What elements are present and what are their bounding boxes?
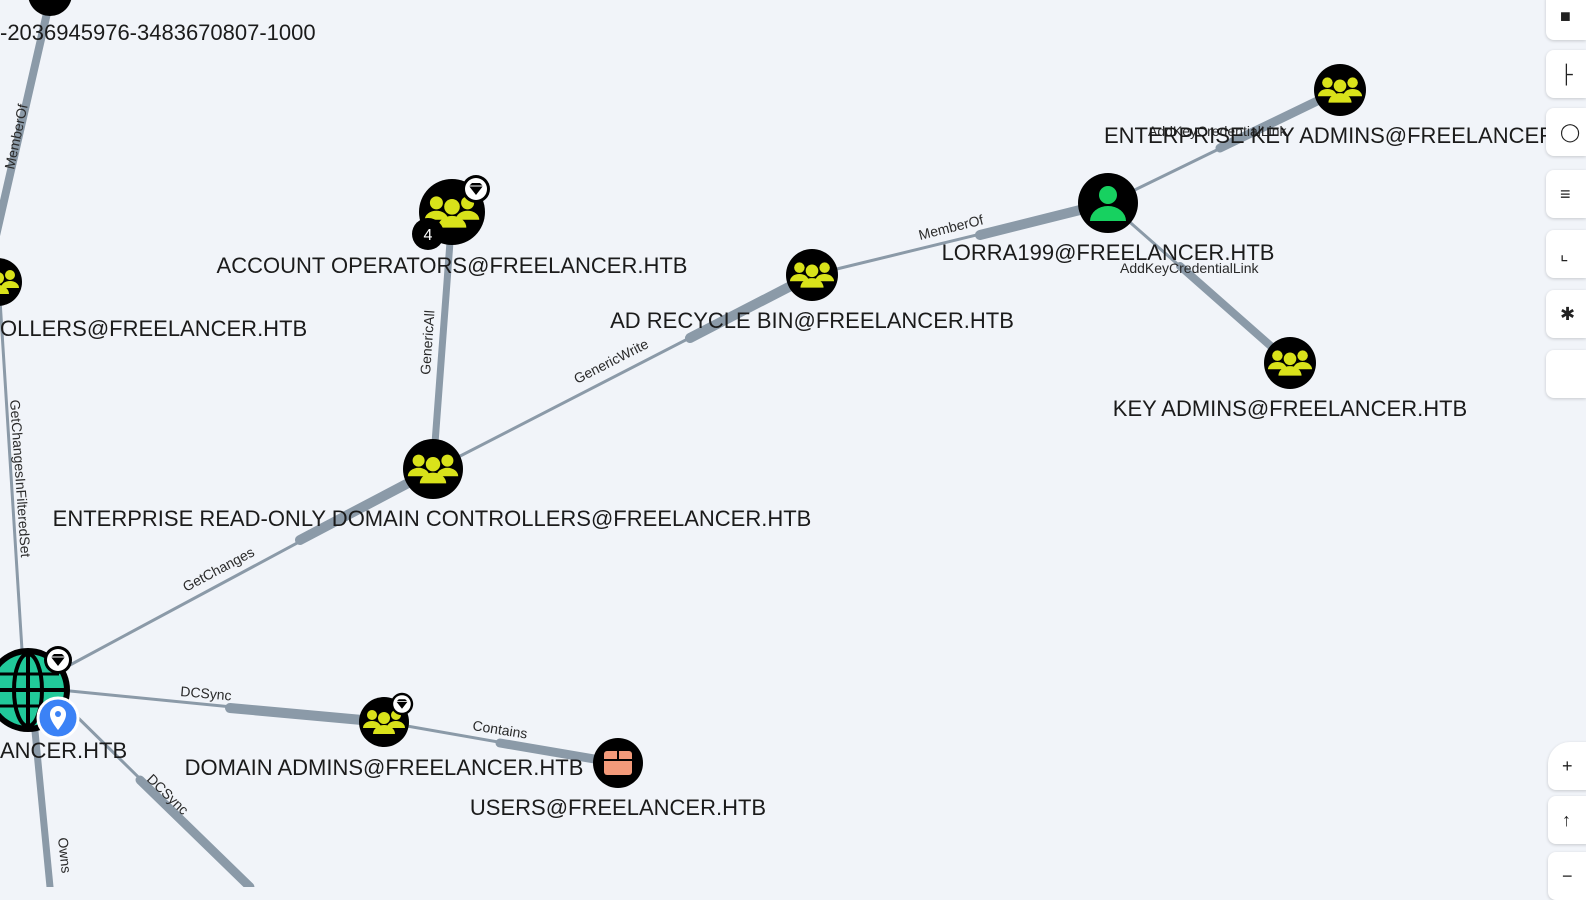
toolbar-button-4[interactable]: ≡ [1546, 170, 1586, 218]
hierarchy-icon: ├ [1560, 63, 1573, 84]
edge-label-genericall: GenericAll [417, 310, 437, 376]
node-top-left-partial[interactable] [28, 0, 72, 16]
toolbar-button-2[interactable]: ├ [1546, 50, 1586, 98]
gear-icon: ✱ [1560, 303, 1576, 324]
zoom-fit-button[interactable]: ↑ [1548, 796, 1586, 844]
node-users[interactable] [593, 738, 643, 788]
label-ad-recycle-bin: AD RECYCLE BIN@FREELANCER.HTB [610, 308, 1014, 333]
label-account-operators: ACCOUNT OPERATORS@FREELANCER.HTB [217, 253, 688, 278]
zoom-out-button[interactable]: − [1548, 852, 1586, 900]
search-icon: ◯ [1560, 121, 1581, 142]
map-pin-icon [36, 696, 80, 740]
toolbar-button-6[interactable]: ✱ [1546, 290, 1586, 338]
node-enterprise-ro-dc[interactable] [403, 439, 463, 499]
node-enterprise-key-admins[interactable] [1314, 64, 1366, 116]
node-lorra199[interactable] [1078, 173, 1138, 233]
plus-icon: + [1562, 755, 1573, 776]
zoom-in-button[interactable]: + [1548, 742, 1586, 790]
node-controllers-partial[interactable] [0, 258, 22, 306]
edge-label-addkey-ent: AddKeyCredentialLink [1148, 123, 1288, 139]
box-icon [604, 751, 632, 775]
toolbar-button-3[interactable]: ◯ [1546, 108, 1586, 156]
label-lorra199: LORRA199@FREELANCER.HTB [942, 240, 1275, 265]
label-enterprise-ro-dc: ENTERPRISE READ-ONLY DOMAIN CONTROLLERS@… [53, 506, 812, 531]
edge-label-memberof-lorra: MemberOf [917, 211, 985, 243]
label-domain-admins: DOMAIN ADMINS@FREELANCER.HTB [185, 755, 584, 780]
node-labels: -2036945976-3483670807-1000 OLLERS@FREEL… [0, 20, 1577, 820]
label-sid-partial: -2036945976-3483670807-1000 [0, 20, 316, 45]
edge-dcsync-1-thick [225, 703, 389, 727]
diamond-icon [461, 174, 491, 204]
edge-dcsync-2-thick [135, 775, 255, 887]
node-domain-admins[interactable] [359, 692, 414, 747]
arrow-up-icon: ↑ [1562, 809, 1571, 830]
node-key-admins[interactable] [1264, 337, 1316, 389]
label-enterprise-key-admins: ENTERPRISE KEY ADMINS@FREELANCER.H [1104, 123, 1577, 148]
edge-label-dcsync-1: DCSync [180, 683, 233, 703]
filter-icon: ≡ [1560, 183, 1571, 204]
edge-label-owns: Owns [55, 837, 75, 874]
export-icon: ⌞ [1560, 243, 1569, 264]
edge-genericall[interactable] [429, 211, 456, 474]
label-users: USERS@FREELANCER.HTB [470, 795, 766, 820]
edge-label-memberof-left: MemberOf [1, 103, 30, 171]
edge-getchanges-filtered[interactable] [0, 298, 24, 652]
user-icon [1090, 186, 1126, 221]
count-badge: 4 [412, 218, 444, 250]
count-badge-text: 4 [424, 227, 433, 244]
node-ad-recycle-bin[interactable] [786, 249, 838, 301]
minus-icon: − [1562, 865, 1573, 886]
toolbar-button-7[interactable] [1546, 350, 1586, 398]
node-domain[interactable] [0, 645, 80, 740]
label-controllers-partial: OLLERS@FREELANCER.HTB [0, 316, 307, 341]
node-account-operators[interactable]: 4 [412, 174, 491, 250]
diamond-icon [390, 692, 414, 716]
diamond-icon [43, 645, 73, 675]
toolbar-button-1[interactable]: ■ [1546, 0, 1586, 40]
edge-memberof-left[interactable] [0, 0, 54, 240]
label-key-admins: KEY ADMINS@FREELANCER.HTB [1113, 396, 1467, 421]
toolbar-button-5[interactable]: ⌞ [1546, 230, 1586, 278]
layout-icon: ■ [1560, 5, 1571, 26]
edge-label-addkey-key: AddKeyCredentialLink [1120, 260, 1260, 276]
label-domain-partial: ANCER.HTB [0, 738, 127, 763]
